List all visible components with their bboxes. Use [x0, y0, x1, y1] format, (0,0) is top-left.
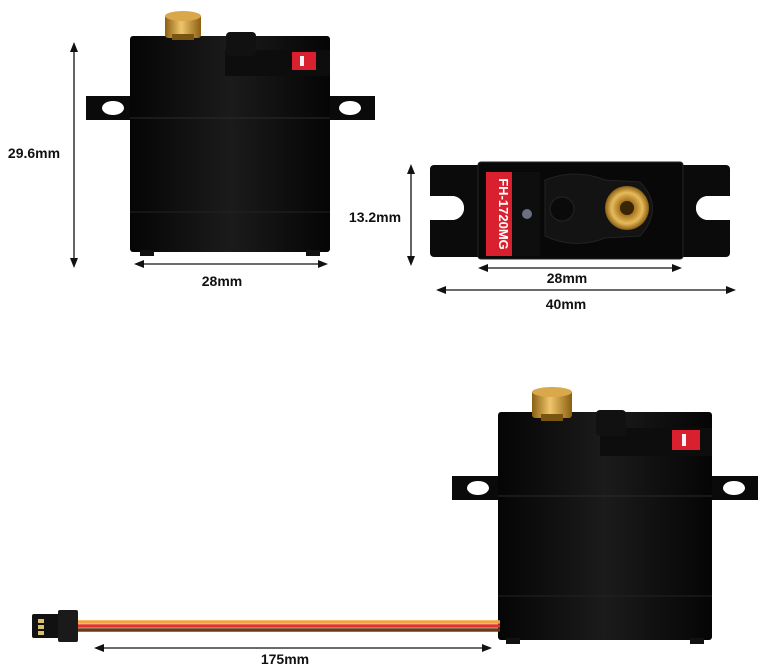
dimension-overall-top [436, 286, 736, 294]
dimension-height-top [407, 164, 415, 266]
servo-connector [32, 610, 78, 642]
width-front-label: 28mm [202, 273, 242, 289]
overall-top-label: 40mm [546, 296, 586, 312]
servo-front-view [86, 11, 375, 256]
height-top-label: 13.2mm [349, 209, 401, 225]
servo-cable [72, 620, 500, 632]
servo-top-view [430, 161, 730, 260]
body-top-label: 28mm [547, 270, 587, 286]
dimension-cable-length [94, 644, 492, 652]
dimension-width-front [134, 260, 328, 268]
cable-length-label: 175mm [261, 651, 309, 667]
height-front-label: 29.6mm [8, 145, 60, 161]
dimension-body-top [478, 264, 682, 272]
servo-with-cable-view [452, 387, 758, 644]
model-label: FH-1720MG [496, 178, 511, 250]
dimension-height-front [70, 42, 78, 268]
